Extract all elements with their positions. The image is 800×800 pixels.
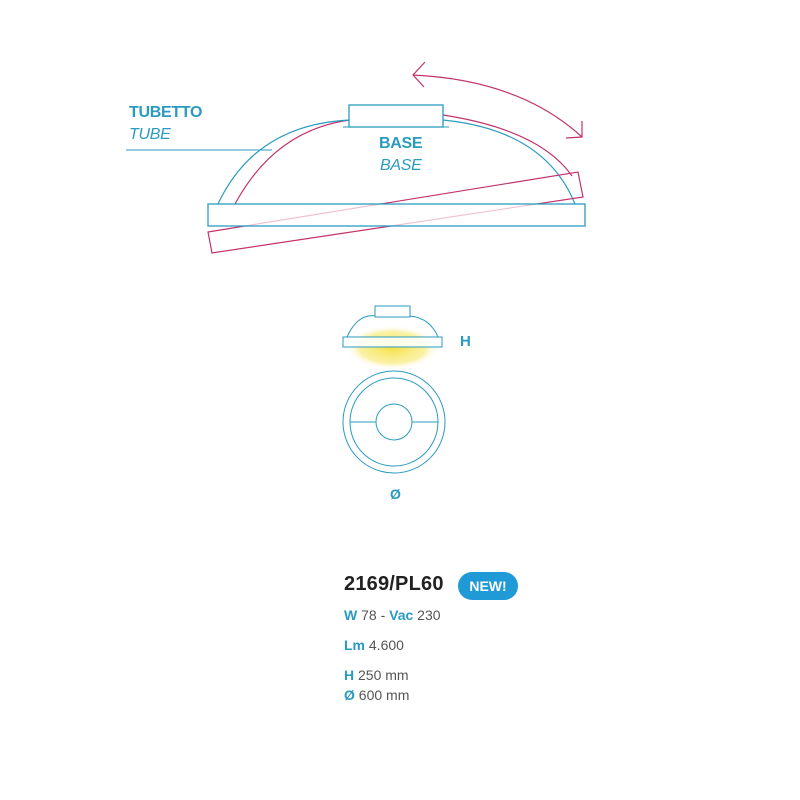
height-value: 250 mm bbox=[358, 667, 409, 683]
tube-arc bbox=[217, 119, 350, 205]
height-label: H bbox=[344, 667, 355, 683]
new-badge: NEW! bbox=[458, 572, 518, 600]
volt-value: 230 bbox=[417, 607, 441, 623]
label-tube: TUBE bbox=[129, 126, 171, 143]
model-number: 2169/PL60 bbox=[344, 573, 444, 595]
lamp-body-tilted bbox=[207, 171, 584, 254]
tube-arc-tilted bbox=[234, 119, 351, 205]
diameter-label: Ø bbox=[344, 687, 355, 703]
ceiling-base bbox=[348, 104, 444, 128]
volt-label: Vac bbox=[389, 607, 414, 623]
spec-height: H 250 mm bbox=[344, 667, 409, 683]
top-view-icon bbox=[342, 370, 446, 474]
product-specs: 2169/PL60 NEW! W 78 - Vac 230 Lm 4.600 H… bbox=[344, 572, 518, 703]
label-diameter: Ø bbox=[390, 486, 401, 502]
spec-lumen: Lm 4.600 bbox=[344, 637, 404, 653]
watt-value: 78 bbox=[361, 607, 377, 623]
label-base-en: BASE bbox=[380, 157, 422, 174]
watt-label: W bbox=[344, 607, 358, 623]
lumen-value: 4.600 bbox=[368, 637, 404, 653]
spec-power: W 78 - Vac 230 bbox=[344, 607, 441, 623]
spec-diameter: Ø 600 mm bbox=[344, 687, 409, 703]
lumen-label: Lm bbox=[344, 637, 365, 653]
rotation-arrow-icon bbox=[412, 61, 583, 139]
diameter-value: 600 mm bbox=[358, 687, 410, 703]
side-view-icon bbox=[342, 305, 443, 370]
separator: - bbox=[380, 607, 386, 623]
label-height: H bbox=[460, 333, 471, 350]
lamp-body bbox=[207, 203, 586, 227]
label-tubetto: TUBETTO bbox=[129, 104, 203, 121]
label-base-it: BASE bbox=[379, 135, 423, 152]
